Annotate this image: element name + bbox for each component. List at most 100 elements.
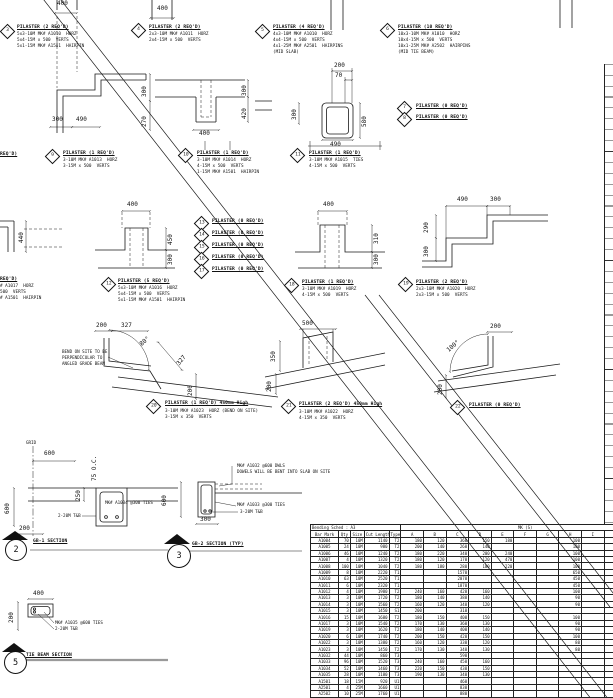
callout-title: PILASTER (0 REQ'D) [212,243,264,248]
marker-number: 22 [454,404,461,410]
rebar-note: 3-10M MK# A1015 TIES [309,158,364,163]
bend-note: ANGLED GRADE BEAM [62,361,105,366]
rebar-note: 3-20M T&B [240,509,263,514]
dim-label: 300 [291,109,298,120]
section-number: 5 [12,657,19,668]
marker-number: 12 [105,281,112,287]
callout-title: PILASTER (1 REQ'D) [309,151,361,156]
dim-label: 200 [8,612,15,623]
section-marker-3[interactable]: 3 [167,544,191,568]
dim-label: 500 [302,320,313,327]
grid-label: GRID [26,440,37,445]
rebar-note: 5x1-15M MK# A1501 HAIRPIN [118,298,186,303]
rebar-note: 3-15M x 350 VERTS [165,415,212,420]
marker-number: 19 [402,281,409,287]
table-cell: 10 [337,690,351,698]
rebar-note: 4-15M x 500 VERTS [309,164,356,169]
rebar-note: 2x4-15M x 500 VERTS [149,38,201,43]
rebar-note: 4x1-25M MK# A2501 HAIRPINS [273,44,343,49]
marker-number: 6 [386,27,389,33]
dim-label: 310 [373,233,380,244]
dim-label: 400 [157,5,168,12]
dim-label: 600 [44,450,55,457]
section-number: 2 [13,545,19,555]
table-row: A25021025M1760U1880440 [310,690,613,698]
marker-number: 4 [137,27,140,33]
dim-label: 600 [161,495,168,506]
rebar-note: 5x1-15M MK# A1501 HAIRPIN [17,44,85,49]
rebar-note: 4-15M x 500 VERTS [197,164,244,169]
dim-label: 490 [330,141,341,148]
dim-label: 400 [33,590,44,597]
rebar-note: 3-10M MK# A1023 HORZ (BEND ON SITE) [165,409,259,414]
rebar-note: 3-10M MK# A1014 HORZ [197,158,252,163]
rebar-note: 5x4-15M x 500 VERTS [118,292,170,297]
rebar-note: 10x3-10M MK# A1010 HORZ [398,32,461,37]
callout-title: PILASTER (0 REQ'D) [416,115,468,120]
dim-label: 300 [141,86,148,97]
rebar-note: 5x3-10M MK# A1016 HORZ [118,286,178,291]
rebar-note: 4x4-15M x 500 VERTS [273,38,325,43]
dim-label: 200 [19,525,30,532]
rebar-note: 5x4-15M x 500 VERTS [17,38,69,43]
rebar-note: MK# A1032 @600 DWLS [237,463,285,468]
rebar-note: # A1017 HORZ [0,284,34,289]
rebar-note: 10x4-15M x 500 VERTS [398,38,453,43]
marker-number: 7 [403,105,406,111]
rebar-note: 2-20M T&B [55,626,78,631]
callout-title: PILASTER (0 REQ'D) [416,104,468,109]
bending-schedule-table: Bending Sched : A3 MK (S) Bar Mark Qty S… [310,524,613,698]
marker-number: 13 [198,220,205,226]
rebar-note: 5x3-10M MK# A1010 HORZ [17,32,77,37]
callout-title: PILASTER (2 REQ'D) [17,25,69,30]
table-cell: 1760 [363,690,390,698]
callout-title: PILASTER (0 REQ'D) [469,403,521,408]
callout-title: PILASTER (1 REQ'D) 450mm High [165,401,249,406]
dim-label: 70 [335,72,343,79]
dim-label: 450 [167,234,174,245]
dim-label: 300 [241,85,248,96]
section-marker-5[interactable]: 5 [4,651,27,674]
table-cell: U1 [388,690,402,698]
section-title: GB-2 SECTION (TYP) [192,542,244,547]
marker-number: 3 [6,28,9,34]
section-flag-icon [2,643,26,652]
dim-label: 300 [423,246,430,257]
marker-number: 8 [403,116,406,122]
dim-label: 440 [18,232,25,243]
col-header: Cut Length [363,530,390,538]
rebar-note: 1-15M MK# A1501 HAIRPIN [197,170,260,175]
rebar-note: 3-10M MK# A1019 HORZ [302,287,357,292]
table-cell: 880 [445,690,470,698]
section-number: 3 [176,551,182,561]
dim-label: 490 [76,116,87,123]
table-cell [422,690,447,698]
marker-number: 17 [198,268,205,274]
rebar-note: 3-15M x 500 VERTS [63,164,110,169]
rebar-note: 2-20M T&B [58,513,81,518]
callout-title: PILASTER (2 REQ'D) [149,25,201,30]
callout-title: PILASTER (2 REQ'D) 450mm High [299,402,383,407]
marker-number: 11 [294,152,301,158]
dim-label: 600 [4,503,11,514]
rebar-note: 3-10M MK# A1013 HORZ [63,158,118,163]
section-flag-icon [2,531,28,540]
dim-label: 200 [437,384,444,395]
dim-label: 250 [75,490,82,501]
section-marker-2[interactable]: 2 [5,539,27,561]
rebar-note: 2x3-10M MK# A1020 HORZ [416,287,476,292]
table-cell [400,690,424,698]
callout-title-cut: REQ'D) [0,152,18,157]
dim-label: 300 [167,254,174,265]
callout-title: PILASTER (1 REQ'D) [197,151,249,156]
rebar-note: 4x3-10M MK# A1010 HORZ [273,32,333,37]
rebar-note: 4-15M x 500 VERTS [302,293,349,298]
marker-number: 20 [150,403,157,409]
callout-title: PILASTER (0 REQ'D) [212,219,264,224]
marker-number: 9 [51,153,54,159]
